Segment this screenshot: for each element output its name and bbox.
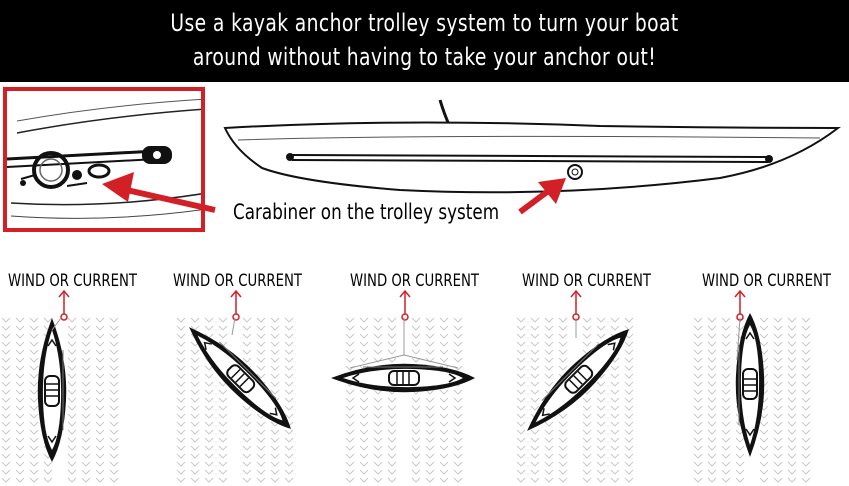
title-line-1: Use a kayak anchor trolley system to tur…	[170, 9, 679, 37]
title-banner: Use a kayak anchor trolley system to tur…	[0, 0, 849, 82]
wind-label-2: WIND OR CURRENT	[173, 271, 303, 291]
wind-label-3: WIND OR CURRENT	[350, 271, 480, 291]
wind-arrow-4	[570, 290, 582, 321]
title-line-2: around without having to take your ancho…	[192, 43, 657, 71]
wind-label-1: WIND OR CURRENT	[8, 271, 138, 291]
wind-label-5: WIND OR CURRENT	[702, 271, 832, 291]
wind-label-4: WIND OR CURRENT	[522, 271, 652, 291]
wind-arrow-2	[230, 290, 242, 321]
kayak-1	[36, 317, 68, 463]
arrow-to-closeup	[117, 185, 216, 213]
arrow-to-closeup-head	[102, 172, 134, 202]
trolley-closeup-box	[3, 87, 205, 232]
wind-arrow-5	[734, 290, 746, 321]
trolley-closeup-illustration	[7, 98, 201, 219]
carabiner-callout-label: Carabiner on the trolley system	[233, 200, 500, 224]
kayak-2	[178, 316, 302, 440]
wind-arrow-1	[58, 290, 70, 321]
arrow-to-carabiner-head	[538, 178, 566, 204]
wind-arrow-3	[399, 290, 411, 321]
